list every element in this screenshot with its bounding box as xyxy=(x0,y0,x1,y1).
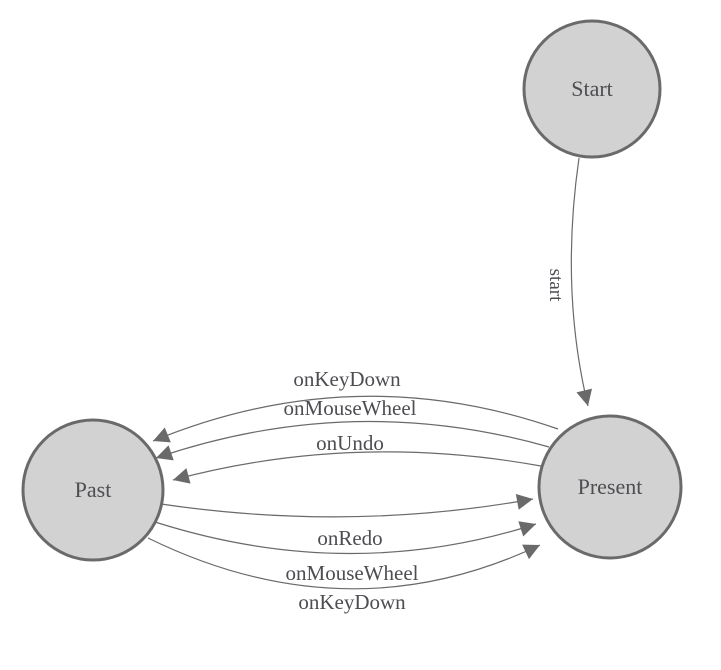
node-start-circle[interactable] xyxy=(522,19,662,159)
node-present[interactable]: Present xyxy=(537,414,683,560)
edge-past-to-present-onkeydown xyxy=(147,537,541,590)
edge-label-onundo: onUndo xyxy=(316,431,384,455)
edge-present-to-past-onmousewheel xyxy=(155,420,550,461)
edge-label-onmousewheel-bottom: onMouseWheel xyxy=(286,561,419,585)
edge-label-onkeydown-bottom: onKeyDown xyxy=(298,590,406,614)
edge-label-start: start xyxy=(545,269,566,302)
edge-past-to-present-onmousewheel xyxy=(154,521,537,555)
node-present-circle[interactable] xyxy=(537,414,683,560)
edge-present-to-past-onundo xyxy=(172,451,542,484)
node-start-label: Start xyxy=(571,76,613,101)
node-present-label: Present xyxy=(578,474,643,499)
node-start[interactable]: Start xyxy=(522,19,662,159)
node-past-circle[interactable] xyxy=(21,418,165,562)
edge-label-onkeydown-top: onKeyDown xyxy=(293,367,401,391)
edge-start-to-present xyxy=(570,157,593,407)
edge-label-onredo: onRedo xyxy=(317,526,382,550)
edge-label-onmousewheel-top: onMouseWheel xyxy=(284,396,417,420)
edge-past-to-present-onredo xyxy=(160,493,534,518)
node-past[interactable]: Past xyxy=(21,418,165,562)
node-past-label: Past xyxy=(75,477,112,502)
edge-present-to-past-onkeydown xyxy=(152,395,559,443)
